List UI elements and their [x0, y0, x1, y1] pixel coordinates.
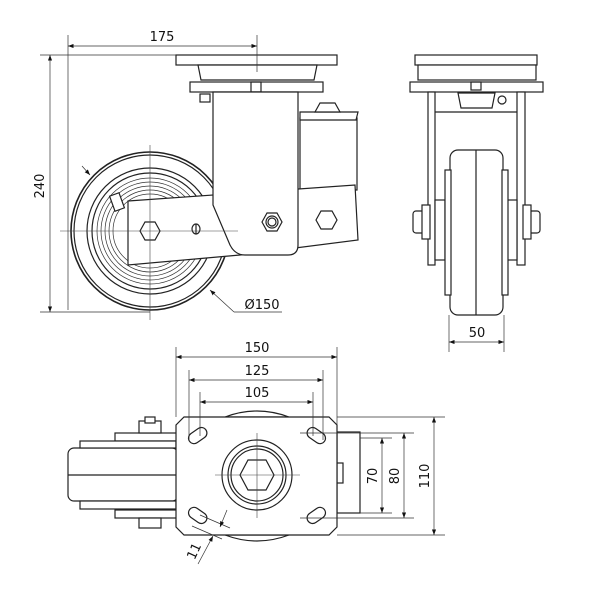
dimension-plate-length-label: 150	[245, 341, 270, 356]
dimension-wheel-width-label: 50	[469, 326, 486, 341]
spring-housing	[299, 102, 359, 191]
front-view: 50	[409, 54, 544, 352]
dimension-height: 240	[33, 54, 176, 313]
dimension-wheel-diameter: Ø150	[81, 165, 282, 313]
dimension-offset: 175	[67, 30, 258, 310]
dimension-hole-spacing-width-inner-label: 70	[366, 468, 381, 485]
pivot-nut-icon	[261, 212, 283, 232]
side-view: 240 175 Ø150	[33, 30, 359, 320]
fork-body-side	[212, 91, 299, 256]
mounting-slots	[187, 426, 327, 525]
dimension-hole-spacing-width-inner: 70	[360, 437, 392, 514]
dimension-hole-spacing-inner: 105	[199, 386, 314, 436]
top-view: 150 125 105 110 80	[67, 341, 445, 565]
dimension-hole-spacing-width-outer: 80	[300, 432, 414, 519]
dimension-hole-spacing-inner-label: 105	[245, 386, 270, 401]
dimension-plate-width-label: 110	[418, 464, 433, 489]
dimension-wheel-diameter-label: Ø150	[244, 298, 279, 313]
dimension-wheel-width: 50	[448, 315, 505, 352]
dimension-hole-spacing-width-outer-label: 80	[388, 468, 403, 485]
dimension-hole-spacing-outer: 125	[188, 364, 324, 440]
dimension-plate-width: 110	[337, 416, 445, 536]
dimension-hole-spacing-outer-label: 125	[245, 364, 270, 379]
dimension-hole-diameter-label: 11	[185, 541, 206, 562]
dimension-offset-label: 175	[150, 30, 175, 45]
dimension-plate-length: 150	[175, 341, 338, 425]
spring-bolt-icon	[315, 210, 338, 230]
dimension-hole-diameter: 11	[185, 509, 231, 565]
dimension-height-label: 240	[33, 174, 48, 199]
top-plate-side	[175, 54, 338, 103]
